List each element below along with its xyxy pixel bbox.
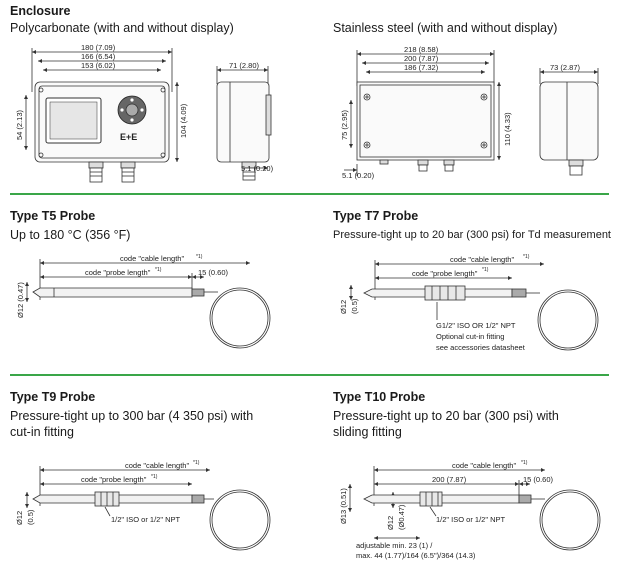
steel-width-mid: 200 (7.87) (404, 54, 439, 63)
t10-footnote: *1) (521, 460, 528, 466)
t10-diameter-in: (Ø0.47) (397, 504, 406, 530)
t5-caption: Up to 180 °C (356 °F) (10, 228, 131, 242)
t5-title: Type T5 Probe (10, 209, 96, 223)
t7-fitting-line1: G1/2" ISO OR 1/2" NPT (436, 321, 516, 330)
t7-caption: Pressure-tight up to 20 bar (300 psi) fo… (333, 229, 611, 241)
t7-cable-length: code "cable length" (450, 255, 514, 264)
t9-caption-line2: cut-in fitting (10, 425, 74, 439)
poly-height-right: 104 (4.09) (179, 103, 188, 138)
section-divider (10, 193, 609, 195)
poly-depth: 71 (2.80) (229, 61, 260, 70)
poly-width-mid: 166 (6.54) (81, 52, 116, 61)
t7-fitting-line3: see accessories datasheet (436, 343, 526, 352)
t9-diameter: Ø12 (15, 511, 24, 525)
t7-title: Type T7 Probe (333, 209, 419, 223)
poly-width-outer: 180 (7.09) (81, 43, 116, 52)
t10-caption-line1: Pressure-tight up to 20 bar (300 psi) wi… (333, 409, 559, 423)
steel-width-outer: 218 (8.58) (404, 45, 439, 54)
poly-logo: E+E (120, 132, 137, 142)
t10-fitting: 1/2" ISO or 1/2" NPT (436, 515, 506, 524)
t7-probe-drawing (349, 260, 599, 351)
t10-adjust-line1: adjustable min. 23 (1) / (356, 541, 433, 550)
t7-fitting-line2: Optional cut-in fitting (436, 332, 504, 341)
t10-cable-length: code "cable length" (452, 461, 516, 470)
t9-title: Type T9 Probe (10, 390, 96, 404)
t5-cable-length: code "cable length" (120, 254, 184, 263)
t9-probe-drawing (25, 466, 271, 551)
poly-height-left: 54 (2.13) (15, 109, 24, 140)
t10-tip: 15 (0.60) (523, 475, 554, 484)
enclosure-title: Enclosure (10, 4, 71, 18)
steel-height-right: 110 (4.33) (503, 112, 512, 146)
poly-width-inner: 153 (6.02) (81, 61, 116, 70)
t9-diameter-in: (0.5) (26, 509, 35, 525)
t9-footnote: *1) (151, 474, 158, 480)
t10-title: Type T10 Probe (333, 390, 426, 404)
steel-width-inner: 186 (7.32) (404, 63, 439, 72)
t5-probe-length: code "probe length" (85, 268, 151, 277)
t9-fitting: 1/2" ISO or 1/2" NPT (111, 515, 181, 524)
steel-offset: 5.1 (0.20) (342, 171, 375, 180)
t10-length: 200 (7.87) (432, 475, 467, 484)
t5-footnote: *1) (155, 267, 162, 273)
stainless-front-view (344, 50, 501, 176)
t9-caption-line1: Pressure-tight up to 300 bar (4 350 psi)… (10, 409, 254, 423)
stainless-caption: Stainless steel (with and without displa… (333, 21, 558, 35)
polycarbonate-front-view (24, 48, 179, 183)
polycarbonate-side-view (216, 66, 272, 181)
t9-cable-length: code "cable length" (125, 461, 189, 470)
poly-offset: 5.1 (0.20) (241, 164, 274, 173)
t10-caption-line2: sliding fitting (333, 425, 402, 439)
t7-footnote: *1) (523, 254, 530, 260)
t10-diameter: Ø12 (386, 516, 395, 530)
t7-footnote: *1) (482, 267, 489, 273)
t7-diameter: Ø12 (339, 300, 348, 314)
t9-footnote: *1) (193, 460, 200, 466)
stainless-side-view (539, 68, 599, 176)
t10-diameter-outer: Ø13 (0.51) (339, 488, 348, 524)
t7-diameter-in: (0.5) (350, 298, 359, 314)
t5-diameter: Ø12 (0.47) (16, 282, 25, 318)
t10-probe-drawing (348, 466, 601, 551)
polycarbonate-caption: Polycarbonate (with and without display) (10, 21, 234, 35)
t9-probe-length: code "probe length" (81, 475, 147, 484)
t5-footnote: *1) (196, 254, 203, 260)
t10-adjust-line2: max. 44 (1.77)/164 (6.5")/364 (14.3) (356, 551, 476, 560)
t5-probe-drawing (25, 259, 271, 349)
t7-probe-length: code "probe length" (412, 269, 478, 278)
steel-height-left: 75 (2.95) (340, 109, 349, 140)
t5-tip: 15 (0.60) (198, 268, 229, 277)
steel-depth: 73 (2.87) (550, 63, 581, 72)
section-divider (10, 374, 609, 376)
